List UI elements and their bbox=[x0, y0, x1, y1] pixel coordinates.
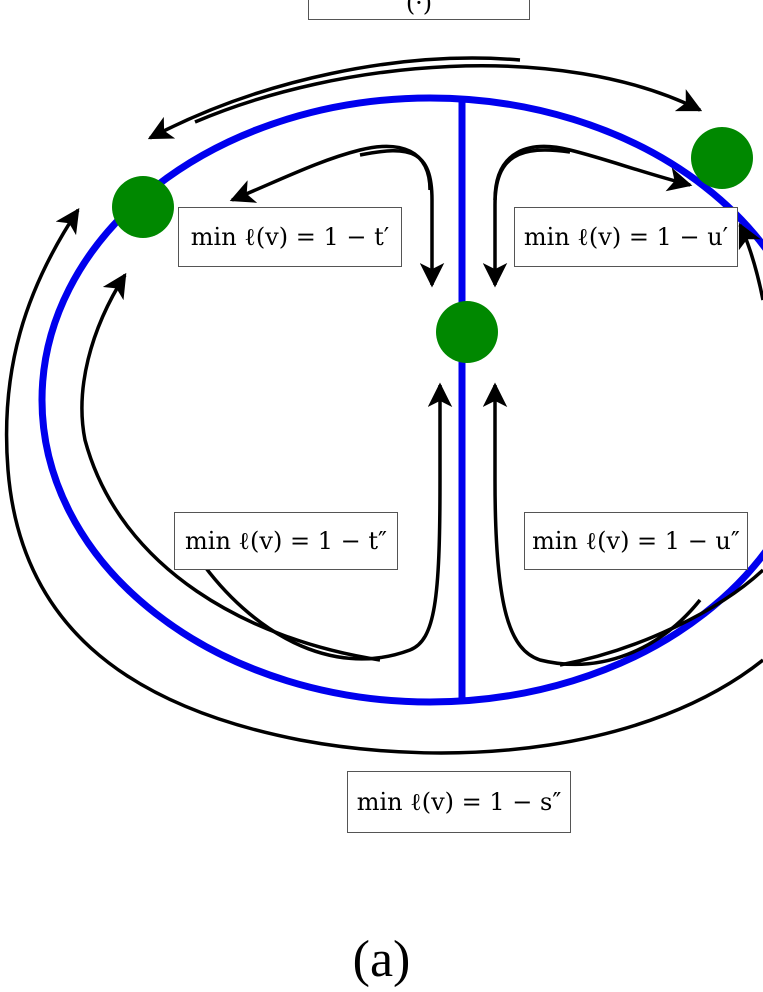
label-s-double-text: min ℓ(v) = 1 − s″ bbox=[356, 788, 562, 816]
arrow-s-double-outer bbox=[4, 207, 763, 755]
arrow-u-prime-down bbox=[482, 148, 571, 288]
label-top-fragment: (·) bbox=[308, 0, 530, 20]
label-t-double-text: min ℓ(v) = 1 − t″ bbox=[185, 527, 387, 555]
label-u-double: min ℓ(v) = 1 − u″ bbox=[524, 512, 748, 570]
label-t-double: min ℓ(v) = 1 − t″ bbox=[174, 512, 398, 570]
arrow-t-prime-down bbox=[359, 149, 445, 288]
vertex-top-right bbox=[691, 127, 753, 189]
arrow-u-double-right bbox=[559, 568, 763, 667]
arrow-t-double-left bbox=[80, 272, 381, 662]
arrow-top-outer-right bbox=[194, 64, 703, 124]
label-s-double: min ℓ(v) = 1 − s″ bbox=[347, 771, 571, 833]
outer-cycle-edge bbox=[38, 94, 763, 706]
arrow-t-double-up bbox=[198, 382, 453, 661]
figure-caption: (a) bbox=[352, 931, 411, 988]
arrow-right-edge bbox=[738, 222, 763, 301]
vertex-left bbox=[112, 176, 174, 238]
label-t-prime-text: min ℓ(v) = 1 − t′ bbox=[190, 223, 390, 251]
vertex-center bbox=[436, 301, 498, 363]
arrow-t-prime-left bbox=[229, 144, 432, 203]
label-u-double-text: min ℓ(v) = 1 − u″ bbox=[532, 527, 740, 555]
arrow-top-outer-left bbox=[147, 56, 521, 140]
label-u-prime: min ℓ(v) = 1 − u′ bbox=[514, 207, 738, 267]
label-u-prime-text: min ℓ(v) = 1 − u′ bbox=[523, 223, 729, 251]
label-t-prime: min ℓ(v) = 1 − t′ bbox=[178, 207, 402, 267]
label-top-fragment-text: (·) bbox=[405, 0, 433, 17]
arrow-u-double-up bbox=[482, 382, 702, 667]
